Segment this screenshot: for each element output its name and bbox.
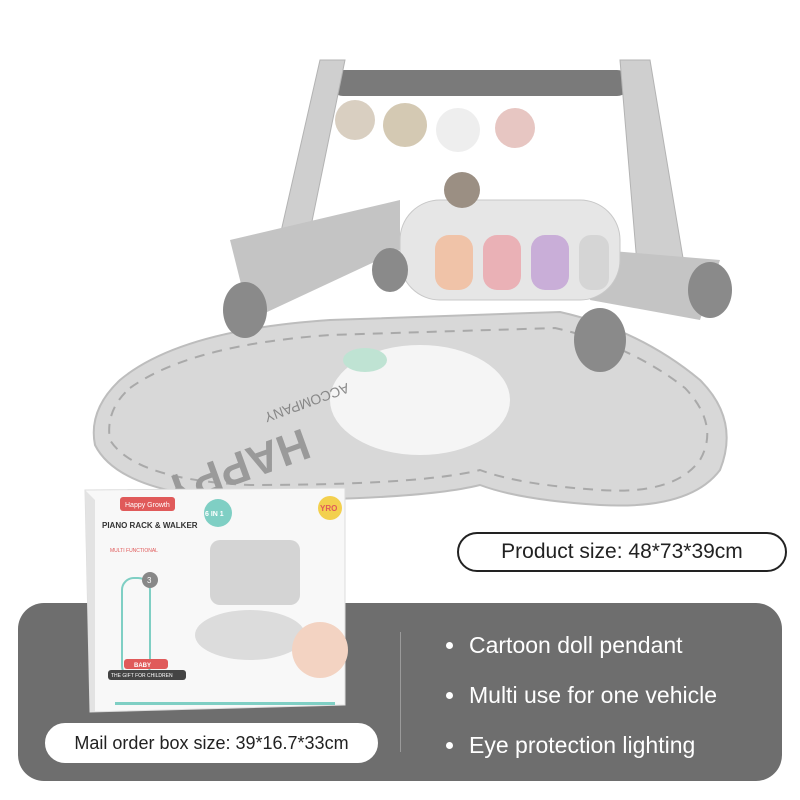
box-brand-badge: Happy Growth [125,502,170,509]
piano-key-orange [435,235,473,290]
top-bar [330,70,630,96]
box-tag: BABY [134,663,151,669]
mail-box-size-label: Mail order box size: 39*16.7*33cm [45,723,378,763]
box-tagline: THE GIFT FOR CHILDREN [111,673,173,679]
wheel [223,282,267,338]
piano-key-purple [531,235,569,290]
box-title: PIANO RACK & WALKER [102,521,198,530]
piano-key-pink [483,235,521,290]
box-logo: YRO [320,504,337,513]
bullet-icon [446,691,453,699]
wheel [574,308,626,372]
wheel [372,248,408,292]
piano-key-gray [579,235,609,290]
product-size-label: Product size: 48*73*39cm [457,532,787,572]
box-age: 3 [147,576,152,585]
feature-text: Multi use for one vehicle [469,682,718,708]
panel-divider [400,632,401,752]
feature-list: Cartoon doll pendant Multi use for one v… [446,620,717,770]
feature-item: Eye protection lighting [446,720,717,770]
box-subtitle: MULTI FUNCTIONAL [110,548,158,554]
bullet-icon [446,641,453,649]
wheel [688,262,732,318]
product-box: Happy Growth PIANO RACK & WALKER MULTI F… [84,487,348,713]
box-6in1-badge: 6 IN 1 [205,511,224,518]
feature-text: Eye protection lighting [469,732,696,758]
bullet-icon [446,741,453,749]
feature-text: Cartoon doll pendant [469,632,683,658]
feature-item: Multi use for one vehicle [446,670,717,720]
pendants [335,100,535,208]
feature-item: Cartoon doll pendant [446,620,717,670]
